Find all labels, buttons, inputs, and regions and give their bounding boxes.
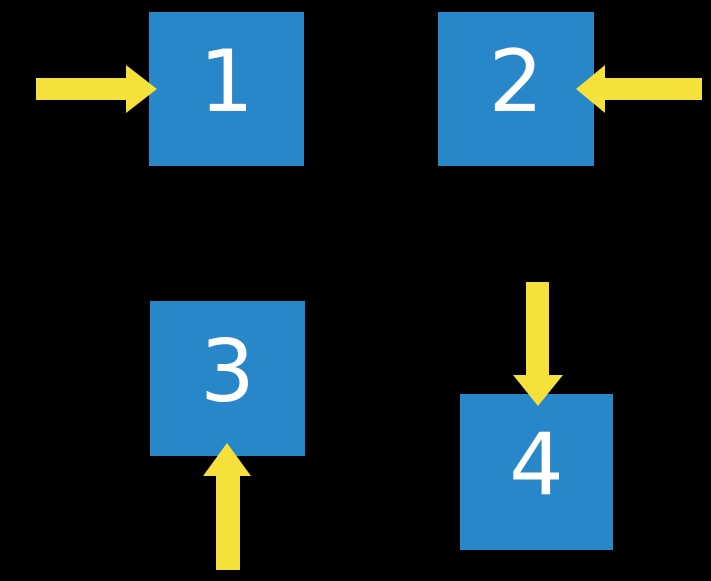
box-4: 4 bbox=[460, 394, 613, 550]
up-arrow-shape bbox=[203, 443, 251, 570]
box-3-label: 3 bbox=[200, 321, 255, 422]
box-1: 1 bbox=[149, 12, 304, 166]
up-arrow-icon bbox=[203, 443, 251, 570]
box-2: 2 bbox=[438, 12, 594, 166]
down-arrow-shape bbox=[513, 282, 563, 406]
box-1-label: 1 bbox=[199, 32, 254, 132]
box-2-label: 2 bbox=[488, 32, 544, 132]
right-arrow-icon bbox=[36, 65, 157, 113]
left-arrow-shape bbox=[576, 65, 702, 113]
left-arrow-icon bbox=[576, 65, 702, 113]
box-4-label: 4 bbox=[509, 415, 564, 515]
down-arrow-icon bbox=[513, 282, 563, 406]
box-3: 3 bbox=[150, 301, 305, 456]
right-arrow-shape bbox=[36, 65, 157, 113]
